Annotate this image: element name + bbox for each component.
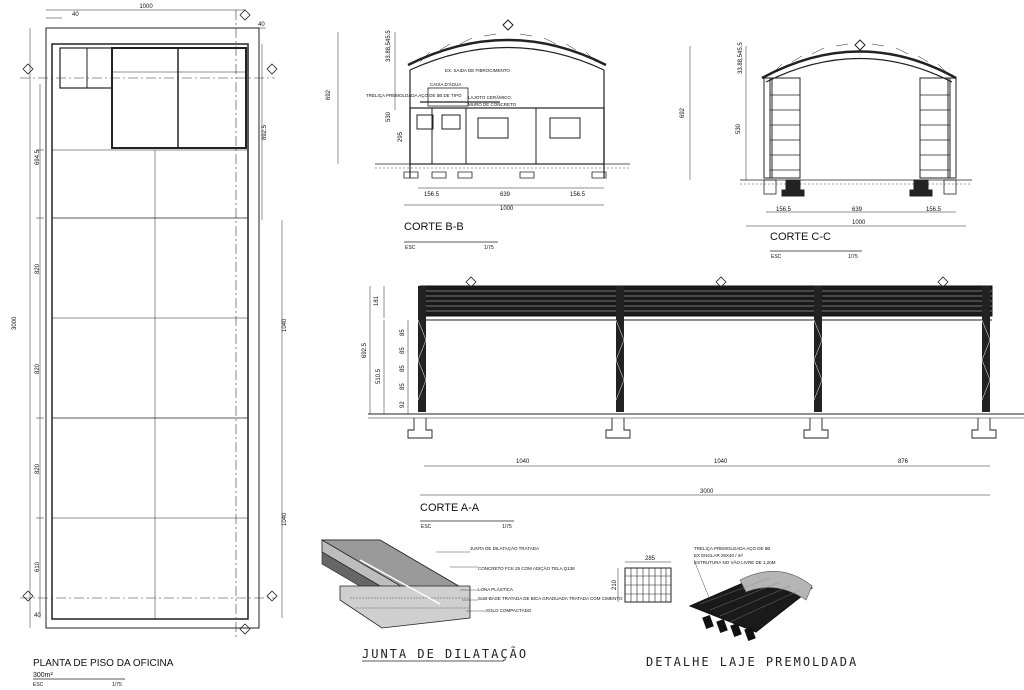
- dim-office-height: 892.5: [262, 124, 268, 140]
- aa-level-2: 85: [400, 365, 406, 372]
- bb-note-4: MURO DE CONCRETO: [468, 102, 517, 107]
- bb-scale-value: 1/75: [484, 245, 494, 251]
- aa-span-1: 1040: [714, 459, 728, 465]
- cc-title: CORTE C-C: [770, 231, 831, 243]
- aa-height: 692.5: [362, 342, 368, 358]
- joint-note-4: SOLO COMPACTADO: [486, 608, 532, 613]
- cc-roof-dims: 33.88,545.5: [738, 42, 744, 74]
- aa-scale-label: ESC: [421, 524, 432, 530]
- cc-total: 1000: [852, 220, 866, 226]
- dim-total-height: 3000: [12, 316, 18, 330]
- slab-note-0: TRELIÇA PREMOLDADA AÇO DE 5B: [694, 546, 770, 551]
- bb-span-right: 156.5: [570, 192, 586, 198]
- aa-total: 3000: [700, 489, 714, 495]
- cc-span-right: 156.5: [926, 207, 942, 213]
- cc-scale-label: ESC: [771, 254, 782, 260]
- bb-span-mid: 639: [500, 192, 511, 198]
- dim-right-1040b: 1040: [282, 512, 288, 526]
- cc-wall-h: 530: [736, 123, 742, 134]
- bb-note-1: TRELIÇA PREMOLDADA AÇO DE 5B DE TIPO: [366, 93, 462, 98]
- section-aa: 181 692.5 510.5 85 85 85 85 92 1040 1040…: [362, 276, 1024, 530]
- bb-total: 1000: [500, 206, 514, 212]
- bb-roof-dims: 33.88,545.5: [386, 30, 392, 62]
- dim-top-left: 40: [72, 12, 79, 18]
- slab-detail: 285 210 TRELIÇA PREMOLDADA AÇO DE 5B EX …: [612, 546, 858, 669]
- joint-title: JUNTA DE DILATAÇÃO: [362, 646, 528, 661]
- dim-left-segment: 694.5: [35, 149, 41, 165]
- floor-plan-scale-value: 1/75: [112, 682, 122, 688]
- dim-mid2: 820: [35, 363, 41, 374]
- joint-note-2: LONA PLÁSTICA: [478, 586, 513, 592]
- dim-bottom: 610: [35, 561, 41, 572]
- joint-note-0: JUNTA DE DILATAÇÃO TRATADA: [470, 545, 539, 551]
- aa-span-2: 876: [898, 459, 909, 465]
- joint-note-3: SUB-BASE TRATADA DE BICA GRADUADA TRATAD…: [478, 596, 623, 601]
- aa-scale-value: 1/75: [502, 524, 512, 530]
- floor-plan-title: PLANTA DE PISO DA OFICINA: [33, 658, 174, 669]
- dim-mid3: 820: [35, 463, 41, 474]
- dim-bottom-small: 40: [34, 613, 41, 619]
- bb-wall-h: 530: [386, 111, 392, 122]
- aa-level-3: 85: [400, 383, 406, 390]
- bb-low-h: 295: [398, 131, 404, 142]
- slab-note-2: ESTRUTURA NO VÃO LIVRE DE 1,20M: [694, 559, 776, 565]
- cc-height: 692: [680, 107, 686, 118]
- joint-note-1: CONCRETO FCK 25 COM ADIÇÃO TELA Q138: [478, 565, 575, 571]
- cc-span-left: 156.5: [776, 207, 792, 213]
- cc-span-mid: 639: [852, 207, 863, 213]
- slab-title: DETALHE LAJE PREMOLDADA: [646, 655, 858, 669]
- section-bb: 692 33.88,545.5 530 295 156.5 639 156.5 …: [326, 19, 630, 251]
- floor-plan: 1000 40 40 3000 694.5 820 820 820 610 40…: [12, 4, 288, 688]
- slab-dim-w: 285: [645, 556, 656, 562]
- bb-note-0: EX. SAIDA DE FIBROCIMENTO: [445, 68, 510, 73]
- bb-scale-label: ESC: [405, 245, 416, 251]
- bb-span-left: 156.5: [424, 192, 440, 198]
- dim-width: 1000: [139, 4, 153, 10]
- cc-scale-value: 1/75: [848, 254, 858, 260]
- dim-top-right: 40: [258, 22, 265, 28]
- aa-sub: 510.5: [376, 368, 382, 384]
- bb-note-2: CAIXA D'ÁGUA: [430, 81, 461, 87]
- axis-marker-icon: [22, 9, 278, 635]
- section-cc: 692 33.88,545.5 530 156.5 639 156.5 1000…: [680, 39, 972, 260]
- bb-height: 692: [326, 89, 332, 100]
- aa-title: CORTE A-A: [420, 502, 480, 514]
- aa-level-1: 85: [400, 347, 406, 354]
- aa-level-4: 92: [400, 401, 406, 408]
- floor-plan-area: 300m²: [33, 672, 54, 679]
- dim-mid1: 820: [35, 263, 41, 274]
- floor-plan-scale-label: ESC: [33, 682, 44, 688]
- joint-detail: JUNTA DE DILATAÇÃO TRATADA CONCRETO FCK …: [320, 539, 623, 662]
- bb-note-3: LAJOTO CERÂMICO: [468, 94, 511, 100]
- aa-span-0: 1040: [516, 459, 530, 465]
- bb-title: CORTE B-B: [404, 221, 464, 233]
- aa-top: 181: [374, 295, 380, 306]
- aa-level-0: 85: [400, 329, 406, 336]
- dim-right-1040a: 1040: [282, 318, 288, 332]
- slab-note-1: EX ENGLAR 25X40 / m²: [694, 553, 744, 558]
- slab-dim-h: 210: [612, 579, 618, 590]
